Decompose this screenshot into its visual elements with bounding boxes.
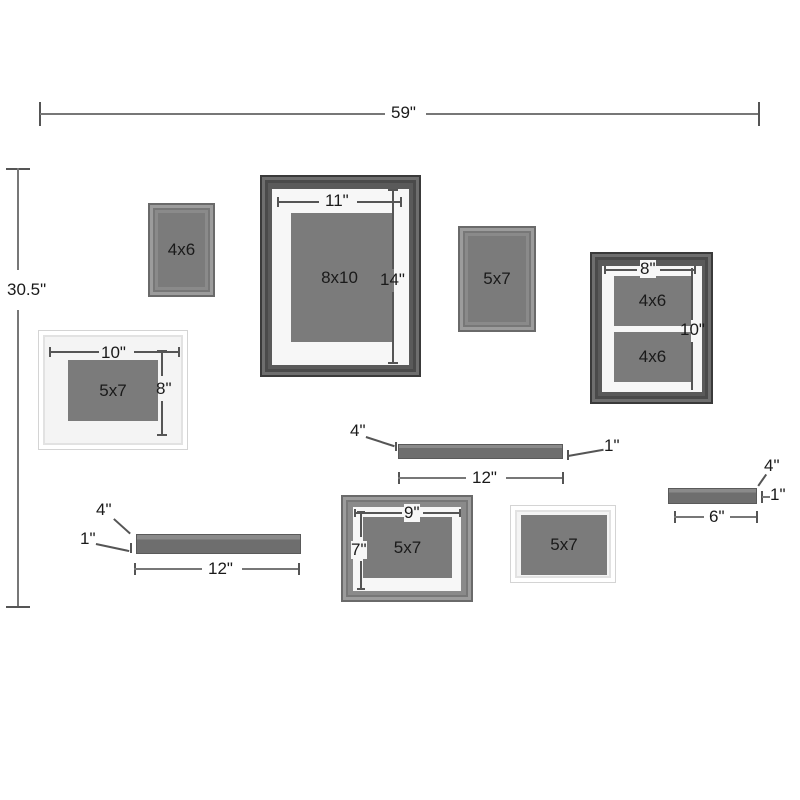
frame-5x7-gray-landscape: 5x7 9" 7" [341, 495, 473, 602]
dim-line [398, 477, 466, 479]
frame-white-height-label: 8" [156, 379, 172, 398]
photo-4x6: 4x6 [158, 213, 205, 287]
frame-5x7-gray-portrait: 5x7 [458, 226, 536, 332]
frame-8x10-height-label: 14" [380, 270, 405, 289]
dim-line [277, 201, 319, 203]
shelf-body [136, 534, 301, 554]
tick [694, 266, 696, 274]
dim-line [161, 401, 163, 435]
tick [756, 511, 758, 523]
frame-4x6-small: 4x6 [148, 203, 215, 297]
overall-height-label: 30.5" [7, 280, 47, 299]
height-line-top [17, 168, 19, 270]
photo-5x7: 5x7 [68, 360, 158, 421]
dim-line [392, 189, 394, 269]
dim-line [691, 342, 693, 390]
dim-line [134, 568, 202, 570]
frame-white-width-label: 10" [101, 343, 126, 362]
dim-line [49, 351, 99, 353]
shelf-left-length-label: 12" [208, 559, 233, 578]
photo-5x7-label: 5x7 [99, 380, 127, 400]
tick [130, 543, 132, 553]
dim-line [357, 201, 400, 203]
dim-line [354, 512, 402, 514]
dim-line [360, 561, 362, 589]
frame-double-4x6: 4x6 4x6 8" 10" [590, 252, 713, 404]
leader-line [757, 473, 767, 487]
frame-5x7-white-landscape: 5x7 10" 8" [38, 330, 188, 450]
dim-line [604, 269, 637, 271]
dim-line [506, 477, 563, 479]
shelf-left-height-label: 1" [80, 529, 96, 548]
shelf-body [398, 444, 563, 459]
tick [388, 362, 398, 364]
leader-line [365, 436, 395, 447]
dim-line [660, 269, 694, 271]
frame-8x10: 8x10 11" 14" [260, 175, 421, 377]
dim-line [360, 511, 362, 537]
dim-line [392, 292, 394, 363]
tick [567, 450, 569, 460]
dim-line [762, 496, 770, 498]
photo-8x10: 8x10 [291, 213, 394, 342]
shelf-center-depth-label: 4" [350, 421, 366, 440]
shelf-right-depth-label: 4" [764, 456, 780, 475]
tick [395, 442, 397, 451]
photo-5x7: 5x7 [363, 517, 452, 578]
height-tick-bottom [6, 606, 30, 608]
dim-line [674, 516, 704, 518]
shelf-center-height-label: 1" [604, 436, 620, 455]
tick [357, 588, 365, 590]
photo-4x6-top: 4x6 [614, 276, 691, 326]
photo-8x10-label: 8x10 [321, 267, 358, 287]
frame-8x10-width-label: 11" [325, 191, 349, 210]
overall-width-label: 59" [391, 103, 416, 122]
shelf-left-depth-label: 4" [96, 500, 112, 519]
photo-4x6-bottom: 4x6 [614, 332, 691, 382]
dim-line [691, 268, 693, 320]
leader-line [113, 518, 131, 535]
width-tick-right [758, 102, 760, 126]
photo-5x7-label: 5x7 [393, 537, 422, 557]
height-line-bottom [17, 310, 19, 607]
dim-line [161, 350, 163, 376]
tick [178, 347, 180, 357]
width-line-left [40, 113, 385, 115]
shelf-right-height-label: 1" [770, 485, 786, 504]
tick [459, 509, 461, 517]
frame-double-height-label: 10" [680, 320, 705, 339]
dim-line [423, 512, 459, 514]
frame-gray-width-label: 9" [404, 503, 420, 522]
shelf-body [668, 488, 757, 504]
width-line-right [426, 113, 759, 115]
leader-line [95, 543, 130, 552]
photo-5x7: 5x7 [521, 515, 607, 575]
leader-line [567, 448, 604, 457]
frame-gray-height-label: 7" [351, 540, 367, 559]
frame-double-width-label: 8" [640, 259, 656, 278]
dim-line [242, 568, 299, 570]
shelf-center-length-label: 12" [472, 468, 497, 487]
frame-5x7-white-small: 5x7 [510, 505, 616, 583]
tick [298, 563, 300, 575]
tick [157, 434, 167, 436]
tick [400, 197, 402, 207]
dim-line [134, 351, 178, 353]
shelf-right-length-label: 6" [709, 507, 725, 526]
tick [562, 472, 564, 484]
dim-line [730, 516, 757, 518]
photo-5x7: 5x7 [468, 236, 526, 322]
